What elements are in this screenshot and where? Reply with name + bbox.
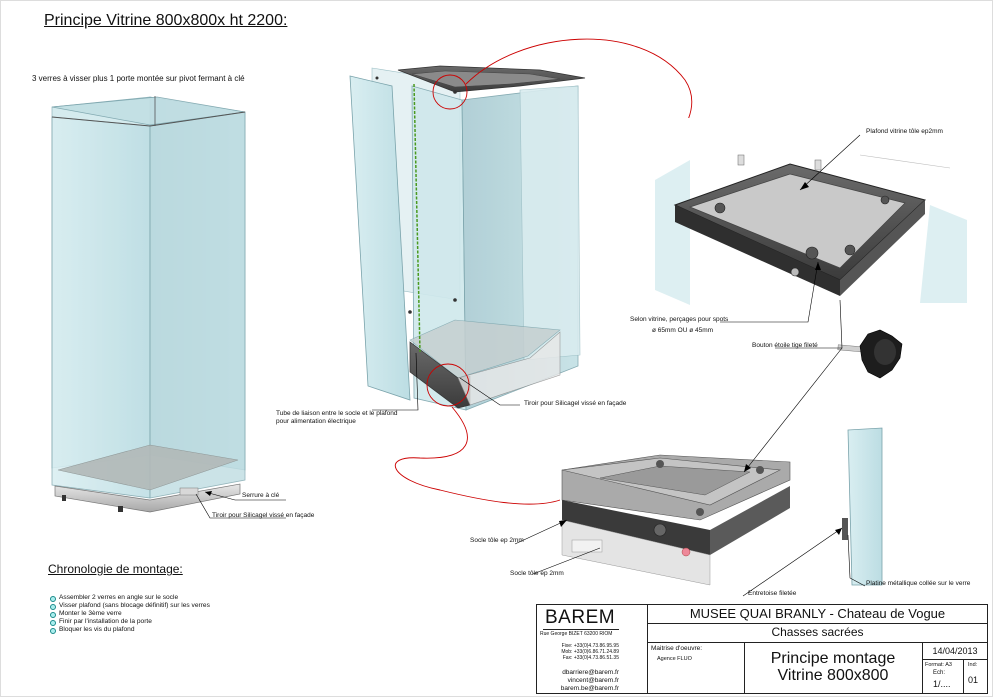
drawing-title: Principe montage Vitrine 800x800	[744, 642, 922, 693]
chronology-step: Assembler 2 verres en angle sur le socle	[50, 594, 210, 602]
moe-value: Agence FLUO	[657, 656, 692, 662]
chronology-title: Chronologie de montage:	[48, 562, 183, 576]
company-rule	[543, 629, 619, 630]
chronology-step: Visser plafond (sans blocage définitif) …	[50, 602, 210, 610]
label-serrure: Serrure à clé	[242, 492, 280, 499]
detail-socle	[560, 427, 885, 586]
index-value: 01	[968, 675, 979, 685]
drawing-title-line2: Vitrine 800x800	[777, 667, 889, 684]
format-label: Format:	[925, 662, 944, 668]
label-tube-line1: Tube de liaison entre le socle et le pla…	[276, 410, 398, 417]
contact-fax: Fax: +33(0)4.73.86.51.35	[562, 655, 619, 661]
label-percages-line2: ø 65mm OU ø 45mm	[652, 327, 714, 334]
email: dbarriere@barem.fr	[562, 669, 619, 676]
company-address: Rue George BIZET 63200 RIOM	[540, 631, 613, 637]
scale-label: Ech:	[933, 670, 946, 676]
index-label: Ind:	[968, 662, 978, 668]
scale-cell: Ech: 1/....	[922, 670, 963, 693]
project-subject: Chasses sacrées	[648, 623, 987, 643]
drawing-title-line1: Principe montage	[770, 650, 896, 667]
index-cell: Ind: 01	[963, 660, 987, 693]
company-contact: Fixe: +33(0)4.73.86.95.95 Mob: +33(0)6.8…	[537, 643, 619, 661]
contact-mob: Mob: +33(0)6.86.71.24.89	[561, 649, 619, 655]
scale-value: 1/....	[933, 679, 951, 689]
label-tiroir-left: Tiroir pour Silicagel vissé en façade	[212, 512, 315, 519]
drawing-date: 14/04/2013	[922, 642, 987, 660]
moe-block: Maitrise d'oeuvre: Agence FLUO	[648, 642, 745, 693]
label-bouton: Bouton étoile tige fileté	[752, 342, 818, 349]
page-subtitle: 3 verres à visser plus 1 porte montée su…	[32, 74, 245, 83]
title-block: BAREM Rue George BIZET 63200 RIOM Fixe: …	[536, 604, 988, 694]
email: barem.be@barem.fr	[560, 685, 619, 692]
star-knob	[837, 329, 903, 379]
contact-fixe: Fixe: +33(0)4.73.86.95.95	[561, 643, 619, 649]
moe-label: Maitrise d'oeuvre:	[651, 645, 703, 652]
label-plafond: Plafond vitrine tôle ep2mm	[866, 128, 943, 135]
label-percages-line1: Selon vitrine, perçages pour spots	[630, 316, 729, 323]
label-tiroir-center: Tiroir pour Silicagel vissé en façade	[524, 400, 627, 407]
exploded-vitrine	[349, 65, 586, 411]
email: vincent@barem.fr	[567, 677, 619, 684]
format-cell: Format: A3	[922, 660, 963, 670]
company-block: BAREM Rue George BIZET 63200 RIOM Fixe: …	[537, 605, 648, 693]
label-tube-line2: pour alimentation électrique	[276, 418, 356, 425]
chronology-list: Assembler 2 verres en angle sur le socle…	[50, 594, 210, 634]
format-value: A3	[945, 662, 952, 668]
leader-arrowheads	[205, 182, 842, 535]
leader-lines	[195, 134, 866, 597]
chronology-step: Monter le 3ème verre	[50, 610, 210, 618]
label-socle-2: Socle tôle ep 2mm	[510, 570, 564, 577]
company-emails: dbarriere@barem.fr vincent@barem.fr bare…	[537, 669, 619, 693]
assembled-vitrine	[51, 96, 246, 513]
detail-plafond	[642, 118, 967, 305]
label-platine: Platine métallique collée sur le verre	[866, 580, 971, 587]
company-name: BAREM	[545, 607, 616, 628]
project-name: MUSEE QUAI BRANLY - Chateau de Vogue	[648, 605, 987, 624]
label-socle-1: Socle tôle ep 2mm	[470, 537, 524, 544]
label-entretoise: Entretoise filetée	[748, 590, 797, 597]
page-title: Principe Vitrine 800x800x ht 2200:	[44, 12, 288, 29]
chronology-step: Finir par l'installation de la porte	[50, 618, 210, 626]
chronology-step: Bloquer les vis du plafond	[50, 626, 210, 634]
